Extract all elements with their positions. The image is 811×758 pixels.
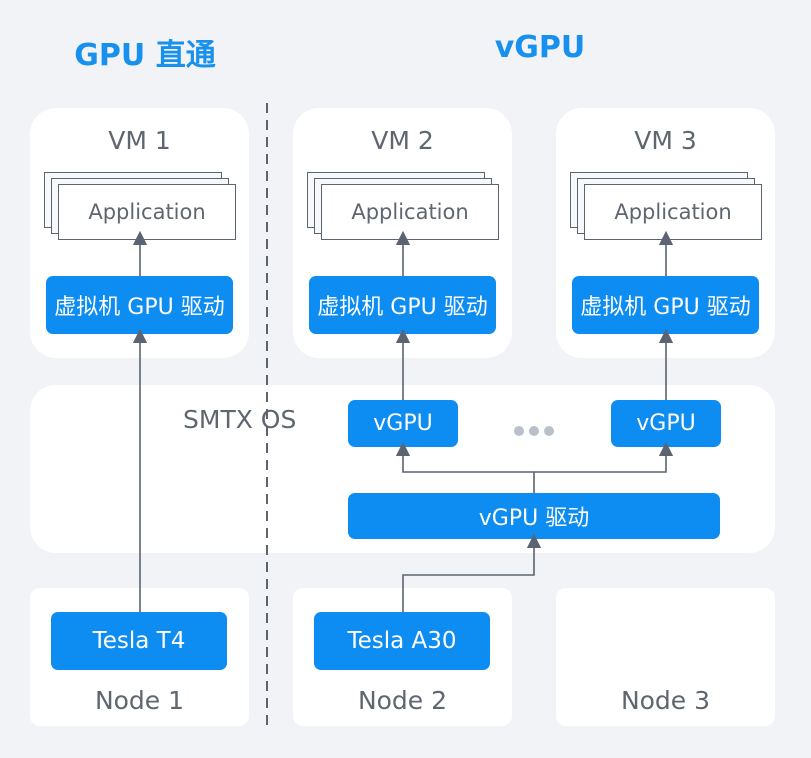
vm-1-gpu-driver: 虚拟机 GPU 驱动 [46, 276, 233, 334]
vm-2-application-stack: Application [307, 172, 502, 242]
node-1-label: Node 1 [94, 686, 185, 715]
vm-1-title: VM 1 [108, 126, 171, 155]
vgpu-instance-right: vGPU [611, 400, 721, 447]
vm-1-application: Application [58, 184, 236, 240]
tesla-t4-gpu: Tesla T4 [51, 612, 227, 670]
vgpu-heading: vGPU [494, 30, 586, 65]
vm-2-gpu-driver: 虚拟机 GPU 驱动 [309, 276, 496, 334]
smtx-os-label: SMTX OS [183, 405, 297, 434]
tesla-a30-gpu: Tesla A30 [314, 612, 490, 670]
node-3-panel: Node 3 [556, 588, 775, 726]
vgpu-instance-left: vGPU [348, 400, 458, 447]
vm-3-title: VM 3 [634, 126, 697, 155]
vm-2-title: VM 2 [371, 126, 434, 155]
vm-3-application-stack: Application [570, 172, 765, 242]
gpu-passthrough-heading: GPU 直通 [74, 38, 216, 73]
node-3-label: Node 3 [620, 686, 711, 715]
vm-3-gpu-driver: 虚拟机 GPU 驱动 [572, 276, 759, 334]
vm-1-application-stack: Application [44, 172, 239, 242]
vgpu-driver: vGPU 驱动 [348, 493, 720, 539]
more-instances-ellipsis-icon [513, 424, 555, 436]
node-2-label: Node 2 [357, 686, 448, 715]
vm-3-application: Application [584, 184, 762, 240]
vm-2-application: Application [321, 184, 499, 240]
